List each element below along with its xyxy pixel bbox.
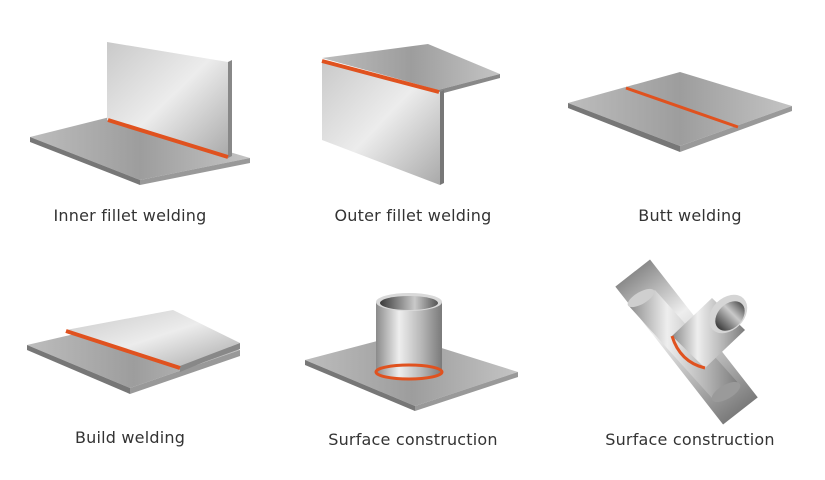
butt-welding-label: Butt welding bbox=[638, 206, 742, 225]
butt-weld-figure bbox=[568, 72, 792, 152]
surface-construction-label-1: Surface construction bbox=[328, 430, 498, 449]
y-pipe-figure bbox=[615, 259, 758, 425]
build-welding-label: Build welding bbox=[74, 428, 186, 447]
outer-fillet-weld-figure bbox=[321, 44, 500, 185]
build-weld-figure bbox=[27, 310, 240, 394]
pipe-on-plate-figure bbox=[305, 293, 518, 411]
outer-fillet-welding-label: Outer fillet welding bbox=[334, 206, 492, 225]
inner-fillet-welding-label: Inner fillet welding bbox=[53, 206, 207, 225]
surface-construction-label-2: Surface construction bbox=[605, 430, 775, 449]
inner-fillet-weld-figure bbox=[30, 42, 250, 185]
